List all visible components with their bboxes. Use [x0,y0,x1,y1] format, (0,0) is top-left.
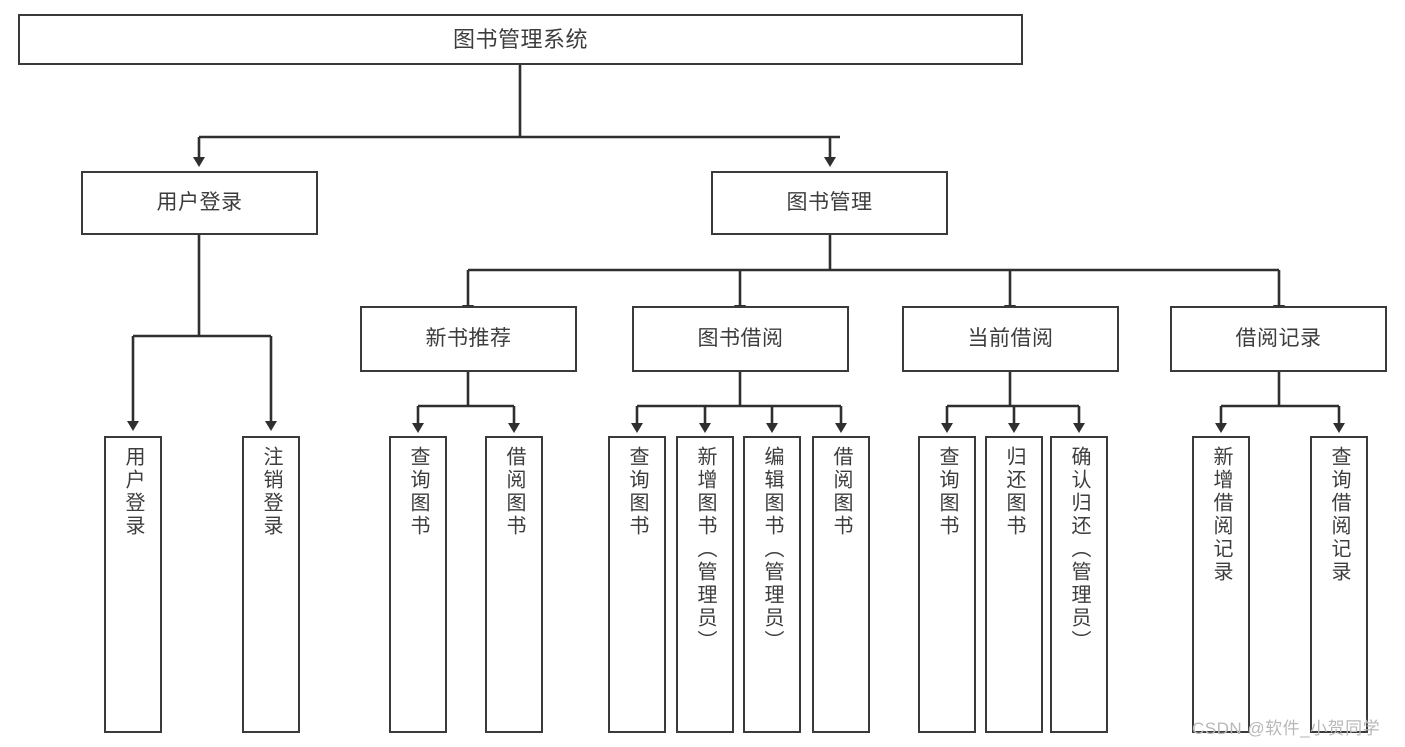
leaf-borrow-book[interactable]: 借阅图书 [812,436,870,733]
node-borrow-records-label: 借阅记录 [1235,326,1322,350]
node-current-borrow-label: 当前借阅 [967,326,1054,350]
leaf-query-borrow-record-label: 查询借阅记录 [1328,446,1350,584]
leaf-query-book-borrow[interactable]: 查询图书 [608,436,666,733]
leaf-add-borrow-record-label: 新增借阅记录 [1210,446,1232,584]
leaf-edit-book-admin-label: 编辑图书（管理员） [761,446,783,653]
leaf-user-login-label: 用户登录 [122,446,144,538]
leaf-user-login[interactable]: 用户登录 [104,436,162,733]
leaf-add-book-admin-label: 新增图书（管理员） [694,446,716,653]
node-book-management[interactable]: 图书管理 [711,171,948,235]
leaf-query-book-current[interactable]: 查询图书 [918,436,976,733]
leaf-logout[interactable]: 注销登录 [242,436,300,733]
node-root-label: 图书管理系统 [452,26,588,52]
csdn-watermark: CSDN @软件_小贺同学 [1192,719,1381,738]
node-user-login-label: 用户登录 [156,190,243,214]
node-borrow-records[interactable]: 借阅记录 [1170,306,1387,372]
node-current-borrow[interactable]: 当前借阅 [902,306,1119,372]
leaf-confirm-return-admin-label: 确认归还（管理员） [1068,446,1090,653]
leaf-query-book-current-label: 查询图书 [936,446,958,538]
leaf-confirm-return-admin[interactable]: 确认归还（管理员） [1050,436,1108,733]
leaf-return-book[interactable]: 归还图书 [985,436,1043,733]
node-user-login[interactable]: 用户登录 [81,171,318,235]
node-new-book-recommend[interactable]: 新书推荐 [360,306,577,372]
leaf-add-book-admin[interactable]: 新增图书（管理员） [676,436,734,733]
leaf-query-book-new-label: 查询图书 [407,446,429,538]
leaf-logout-label: 注销登录 [260,446,282,538]
node-book-borrow[interactable]: 图书借阅 [632,306,849,372]
leaf-borrow-book-label: 借阅图书 [830,446,852,538]
leaf-add-borrow-record[interactable]: 新增借阅记录 [1192,436,1250,733]
leaf-edit-book-admin[interactable]: 编辑图书（管理员） [743,436,801,733]
node-book-borrow-label: 图书借阅 [697,326,784,350]
node-book-management-label: 图书管理 [786,190,873,214]
leaf-query-borrow-record[interactable]: 查询借阅记录 [1310,436,1368,733]
leaf-query-book-borrow-label: 查询图书 [626,446,648,538]
node-new-book-recommend-label: 新书推荐 [425,326,512,350]
leaf-borrow-book-new[interactable]: 借阅图书 [485,436,543,733]
leaf-return-book-label: 归还图书 [1003,446,1025,538]
leaf-borrow-book-new-label: 借阅图书 [503,446,525,538]
leaf-query-book-new[interactable]: 查询图书 [389,436,447,733]
node-root[interactable]: 图书管理系统 [18,14,1023,65]
